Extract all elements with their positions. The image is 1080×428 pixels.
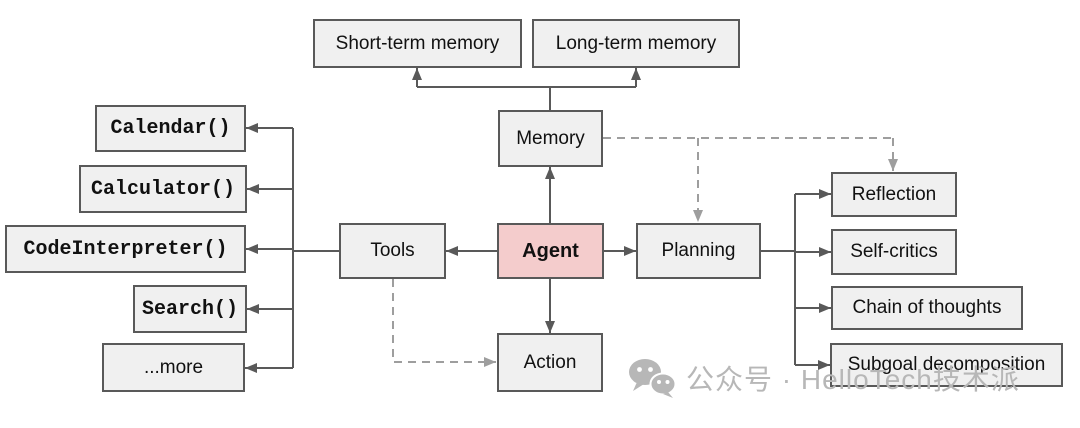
node-long-term-memory: Long-term memory	[532, 19, 740, 68]
node-calculator: Calculator()	[79, 165, 247, 213]
solid-connector	[417, 86, 636, 110]
node-calendar: Calendar()	[95, 105, 246, 152]
node-short-term-memory: Short-term memory	[313, 19, 522, 68]
node-code-interpreter: CodeInterpreter()	[5, 225, 246, 273]
node-reflection: Reflection	[831, 172, 957, 217]
node-chain-of-thoughts: Chain of thoughts	[831, 286, 1023, 330]
node-subgoal-decomposition: Subgoal decomposition	[830, 343, 1063, 387]
node-self-critics: Self-critics	[831, 229, 957, 275]
node-more: ...more	[102, 343, 245, 392]
node-action: Action	[497, 333, 603, 392]
node-tools: Tools	[339, 223, 446, 279]
node-agent: Agent	[497, 223, 604, 279]
node-memory: Memory	[498, 110, 603, 167]
node-search: Search()	[133, 285, 247, 333]
node-planning: Planning	[636, 223, 761, 279]
